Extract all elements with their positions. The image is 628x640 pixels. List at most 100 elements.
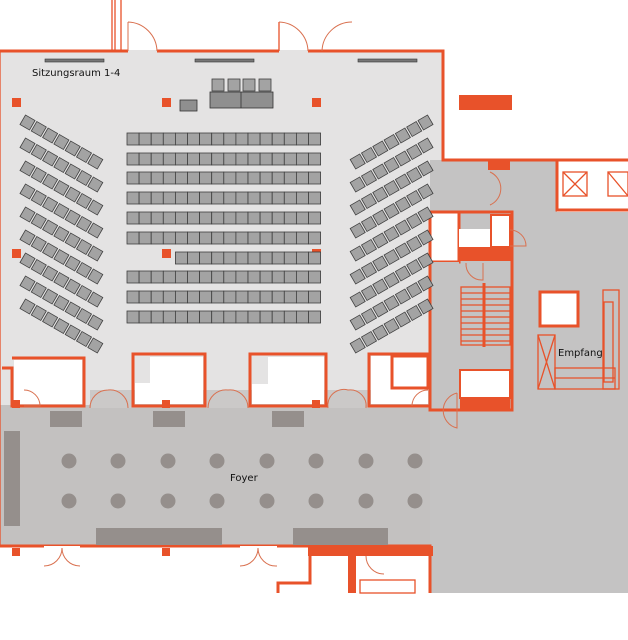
seat-icon[interactable] bbox=[187, 231, 201, 245]
seat-icon[interactable] bbox=[235, 132, 249, 146]
seat-icon[interactable] bbox=[259, 231, 273, 245]
seat-icon[interactable] bbox=[271, 132, 285, 146]
seat-icon[interactable] bbox=[259, 171, 273, 185]
seat-icon[interactable] bbox=[259, 270, 273, 284]
seat-icon[interactable] bbox=[349, 291, 366, 308]
seat-icon[interactable] bbox=[126, 211, 140, 225]
seat-icon[interactable] bbox=[75, 146, 93, 164]
seat-icon[interactable] bbox=[259, 152, 273, 166]
seat-icon[interactable] bbox=[349, 268, 366, 285]
seat-icon[interactable] bbox=[162, 191, 176, 205]
seat-icon[interactable] bbox=[223, 132, 237, 146]
seat-icon[interactable] bbox=[42, 288, 59, 305]
seat-icon[interactable] bbox=[394, 127, 411, 144]
seat-icon[interactable] bbox=[271, 231, 285, 245]
seat-icon[interactable] bbox=[30, 189, 47, 207]
seat-icon[interactable] bbox=[30, 143, 47, 161]
seat-icon[interactable] bbox=[187, 290, 201, 304]
seat-icon[interactable] bbox=[30, 120, 47, 138]
seat-icon[interactable] bbox=[394, 288, 411, 305]
seat-icon[interactable] bbox=[138, 211, 152, 225]
seat-icon[interactable] bbox=[138, 132, 152, 146]
seat-icon[interactable] bbox=[417, 183, 434, 200]
seat-icon[interactable] bbox=[75, 238, 93, 256]
seat-icon[interactable] bbox=[87, 199, 104, 216]
seat-icon[interactable] bbox=[53, 317, 70, 335]
seat-icon[interactable] bbox=[283, 310, 297, 324]
seat-icon[interactable] bbox=[283, 231, 297, 245]
seat-icon[interactable] bbox=[199, 211, 213, 225]
seat-icon[interactable] bbox=[64, 255, 81, 272]
seat-icon[interactable] bbox=[64, 232, 81, 249]
seat-icon[interactable] bbox=[406, 120, 423, 138]
seat-icon[interactable] bbox=[223, 251, 237, 265]
seat-icon[interactable] bbox=[30, 235, 47, 253]
seat-icon[interactable] bbox=[42, 242, 59, 259]
seat-icon[interactable] bbox=[187, 171, 201, 185]
seat-icon[interactable] bbox=[308, 152, 322, 166]
seat-icon[interactable] bbox=[295, 171, 309, 185]
seat-icon[interactable] bbox=[383, 179, 400, 197]
seat-icon[interactable] bbox=[417, 275, 434, 292]
seat-icon[interactable] bbox=[174, 251, 188, 265]
seat-icon[interactable] bbox=[259, 251, 273, 265]
seat-icon[interactable] bbox=[235, 251, 249, 265]
seat-icon[interactable] bbox=[64, 163, 81, 180]
seat-icon[interactable] bbox=[360, 169, 378, 187]
seat-icon[interactable] bbox=[187, 211, 201, 225]
seat-icon[interactable] bbox=[162, 152, 176, 166]
seat-icon[interactable] bbox=[19, 114, 36, 131]
seat-icon[interactable] bbox=[162, 270, 176, 284]
seat-icon[interactable] bbox=[349, 222, 366, 239]
seat-icon[interactable] bbox=[406, 304, 423, 322]
seat-icon[interactable] bbox=[53, 271, 70, 289]
round-table-icon[interactable] bbox=[61, 453, 77, 469]
seat-icon[interactable] bbox=[308, 310, 322, 324]
seat-icon[interactable] bbox=[126, 171, 140, 185]
seat-icon[interactable] bbox=[42, 127, 59, 144]
seat-icon[interactable] bbox=[271, 152, 285, 166]
seat-icon[interactable] bbox=[271, 211, 285, 225]
seat-icon[interactable] bbox=[199, 251, 213, 265]
seat-icon[interactable] bbox=[349, 245, 366, 262]
seat-icon[interactable] bbox=[211, 191, 225, 205]
seat-icon[interactable] bbox=[308, 211, 322, 225]
seat-icon[interactable] bbox=[126, 290, 140, 304]
seat-icon[interactable] bbox=[283, 270, 297, 284]
seat-icon[interactable] bbox=[283, 191, 297, 205]
seat-icon[interactable] bbox=[295, 290, 309, 304]
seat-icon[interactable] bbox=[360, 330, 378, 348]
seat-icon[interactable] bbox=[87, 268, 104, 285]
seat-icon[interactable] bbox=[223, 310, 237, 324]
seat-icon[interactable] bbox=[394, 219, 411, 236]
seat-icon[interactable] bbox=[235, 231, 249, 245]
seat-icon[interactable] bbox=[308, 132, 322, 146]
seat-icon[interactable] bbox=[394, 265, 411, 282]
seat-icon[interactable] bbox=[235, 191, 249, 205]
seat-icon[interactable] bbox=[138, 191, 152, 205]
seat-icon[interactable] bbox=[87, 291, 104, 308]
round-table-icon[interactable] bbox=[259, 453, 275, 469]
seat-icon[interactable] bbox=[19, 160, 36, 177]
seat-icon[interactable] bbox=[223, 191, 237, 205]
seat-icon[interactable] bbox=[199, 231, 213, 245]
seat-icon[interactable] bbox=[211, 270, 225, 284]
seat-icon[interactable] bbox=[126, 270, 140, 284]
seat-icon[interactable] bbox=[383, 317, 400, 335]
seat-icon[interactable] bbox=[162, 132, 176, 146]
seat-icon[interactable] bbox=[259, 290, 273, 304]
seat-icon[interactable] bbox=[360, 284, 378, 302]
seat-icon[interactable] bbox=[360, 238, 378, 256]
seat-icon[interactable] bbox=[283, 152, 297, 166]
seat-icon[interactable] bbox=[211, 211, 225, 225]
round-table-icon[interactable] bbox=[160, 493, 176, 509]
seat-icon[interactable] bbox=[199, 152, 213, 166]
seat-icon[interactable] bbox=[126, 132, 140, 146]
seat-icon[interactable] bbox=[87, 314, 104, 331]
seat-icon[interactable] bbox=[406, 212, 423, 230]
seat-icon[interactable] bbox=[360, 146, 378, 164]
seat-icon[interactable] bbox=[247, 171, 261, 185]
seat-icon[interactable] bbox=[372, 278, 389, 295]
seat-icon[interactable] bbox=[295, 270, 309, 284]
seat-icon[interactable] bbox=[75, 307, 93, 325]
